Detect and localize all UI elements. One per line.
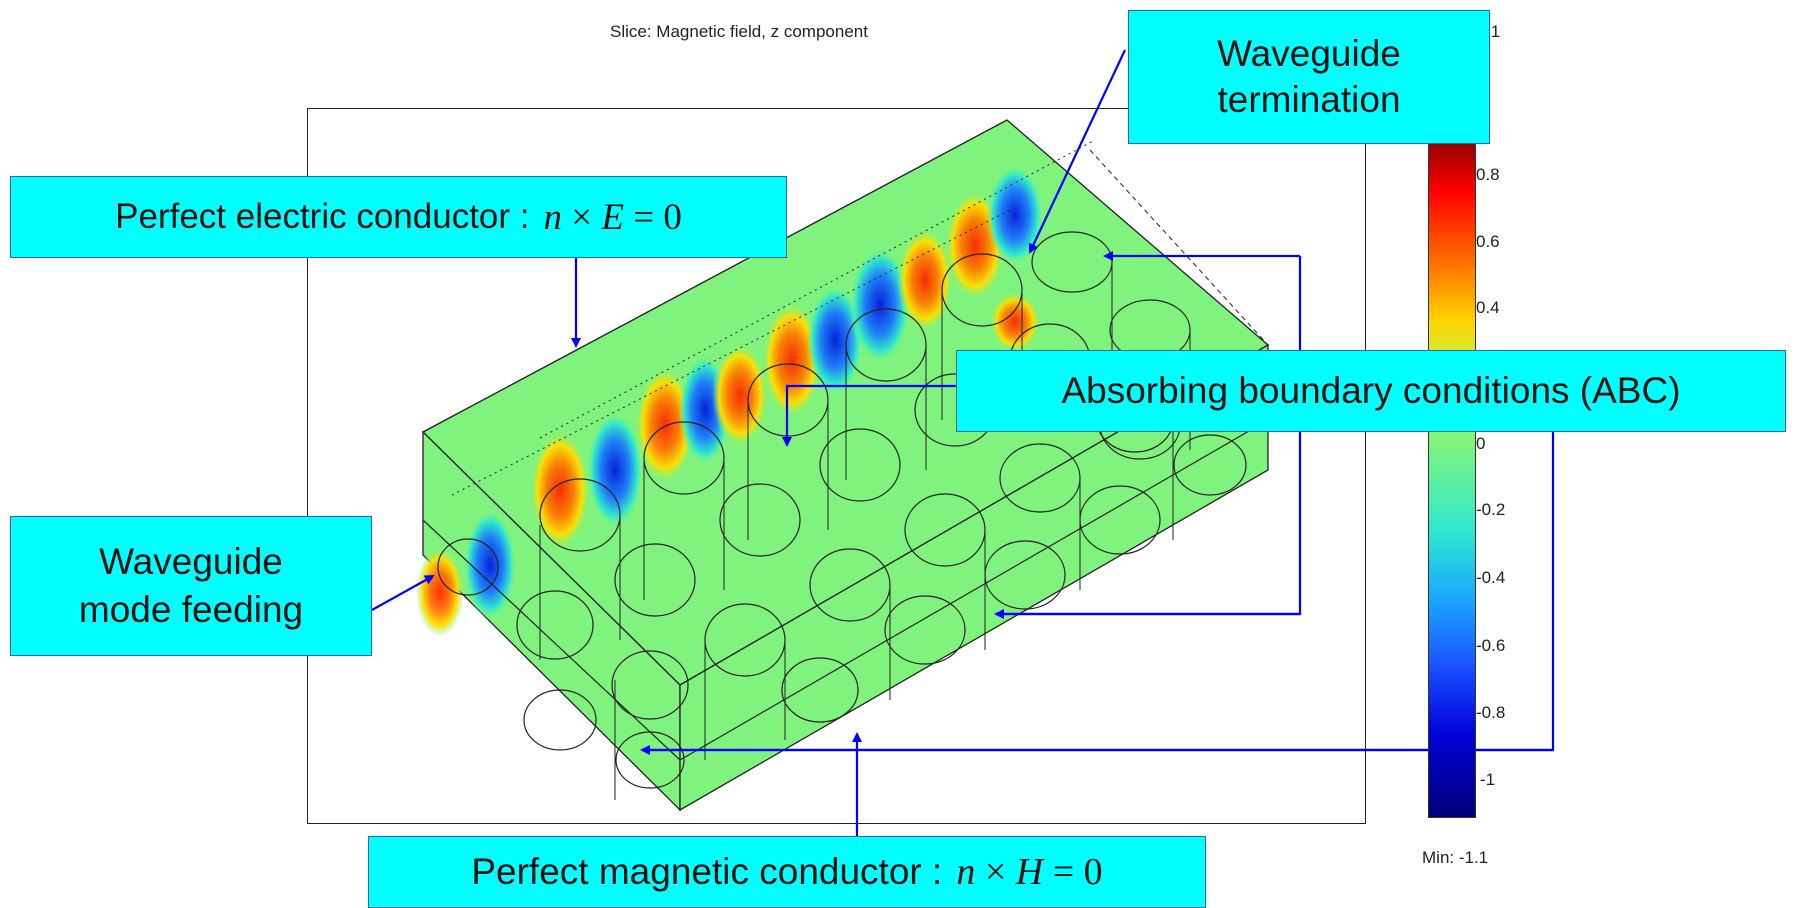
callout-pmc: Perfect magnetic conductor : n × H = 0 — [368, 836, 1206, 908]
colorbar-tick: -1 — [1480, 770, 1496, 789]
colorbar-tick: 0 — [1476, 434, 1486, 453]
eq-n: n — [543, 196, 562, 238]
colorbar-tick: -0.8 — [1476, 703, 1506, 722]
pec-label: Perfect electric conductor : — [115, 197, 530, 236]
eq-field: H — [1015, 851, 1044, 893]
callout-line: Waveguide — [1217, 33, 1401, 74]
callout-line: Waveguide — [99, 541, 283, 582]
pmc-equation: n × H = 0 — [956, 850, 1102, 894]
pmc-label: Perfect magnetic conductor : — [471, 851, 943, 892]
colorbar-tick: 0.6 — [1476, 232, 1500, 251]
eq-rest: = 0 — [633, 196, 682, 238]
plot-title: Slice: Magnetic field, z component — [610, 22, 868, 41]
callout-waveguide-termination: Waveguide termination — [1128, 10, 1490, 144]
callout-line: termination — [1217, 79, 1401, 120]
eq-times: × — [571, 196, 593, 238]
callout-pec: Perfect electric conductor : n × E = 0 — [10, 176, 787, 258]
pec-equation: n × E = 0 — [543, 196, 681, 239]
abc-label: Absorbing boundary conditions (ABC) — [1061, 370, 1681, 411]
plot-frame — [307, 108, 1366, 824]
callout-line: mode feeding — [78, 589, 304, 630]
callout-abc: Absorbing boundary conditions (ABC) — [956, 350, 1786, 432]
colorbar-gradient — [1428, 136, 1476, 818]
field-pattern — [416, 165, 1043, 637]
eq-field: E — [601, 196, 624, 238]
eq-n: n — [956, 851, 976, 893]
colorbar-tick: -0.6 — [1476, 636, 1506, 655]
eq-times: × — [984, 851, 1007, 893]
colorbar-tick: -0.2 — [1476, 500, 1506, 519]
colorbar-tick: -0.4 — [1476, 568, 1506, 587]
eq-rest: = 0 — [1052, 851, 1103, 893]
colorbar-tick: 0.8 — [1476, 165, 1500, 184]
colorbar-tick: 0.4 — [1476, 298, 1500, 317]
callout-mode-feeding: Waveguide mode feeding — [10, 516, 372, 656]
colorbar-min-label: Min: -1.1 — [1422, 848, 1489, 867]
